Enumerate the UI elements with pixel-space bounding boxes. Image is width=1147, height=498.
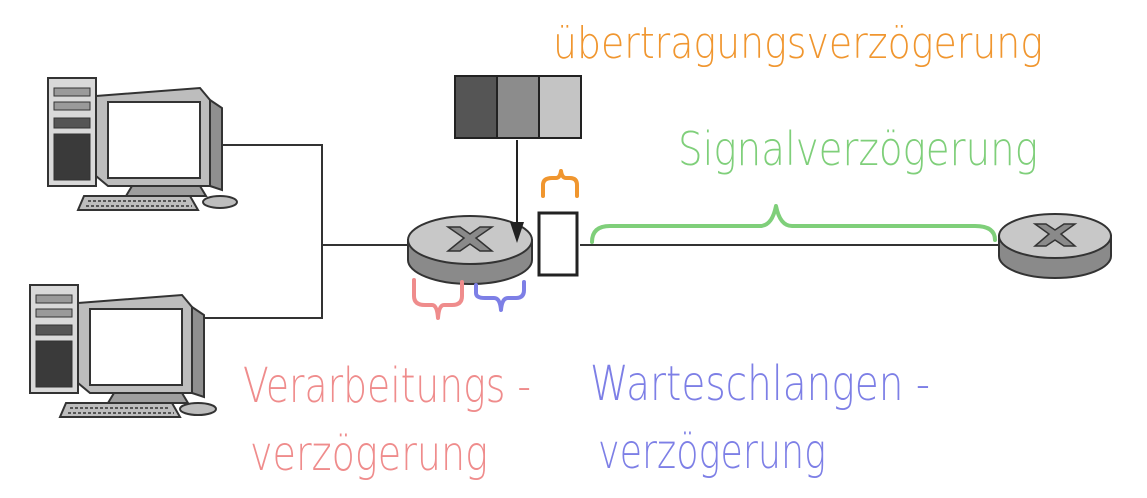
processing-brace <box>412 278 464 320</box>
link-computer-top <box>205 144 323 245</box>
label-queueing-delay-line2: verzögerung <box>598 424 826 480</box>
label-processing-delay-line1: Verarbeitungs - <box>243 358 531 414</box>
label-propagation-delay: Signalverzögerung <box>678 122 1038 176</box>
router-icon <box>407 215 533 285</box>
desktop-computer-icon <box>47 77 238 211</box>
arrow-icon <box>510 140 524 243</box>
link-computer-bottom <box>200 245 323 319</box>
label-transmission-delay: übertragungsverzögerung <box>553 18 1043 69</box>
queueing-brace <box>474 280 526 312</box>
transmission-brace <box>541 169 579 198</box>
router-icon <box>998 213 1112 279</box>
propagation-brace <box>590 204 997 244</box>
label-queueing-delay-line1: Warteschlangen - <box>590 356 930 412</box>
label-processing-delay-line2: verzögerung <box>250 426 488 482</box>
packet-queue-icon <box>454 75 582 139</box>
network-links <box>200 144 1003 319</box>
packet-icon <box>537 211 579 277</box>
desktop-computer-icon <box>29 284 217 418</box>
